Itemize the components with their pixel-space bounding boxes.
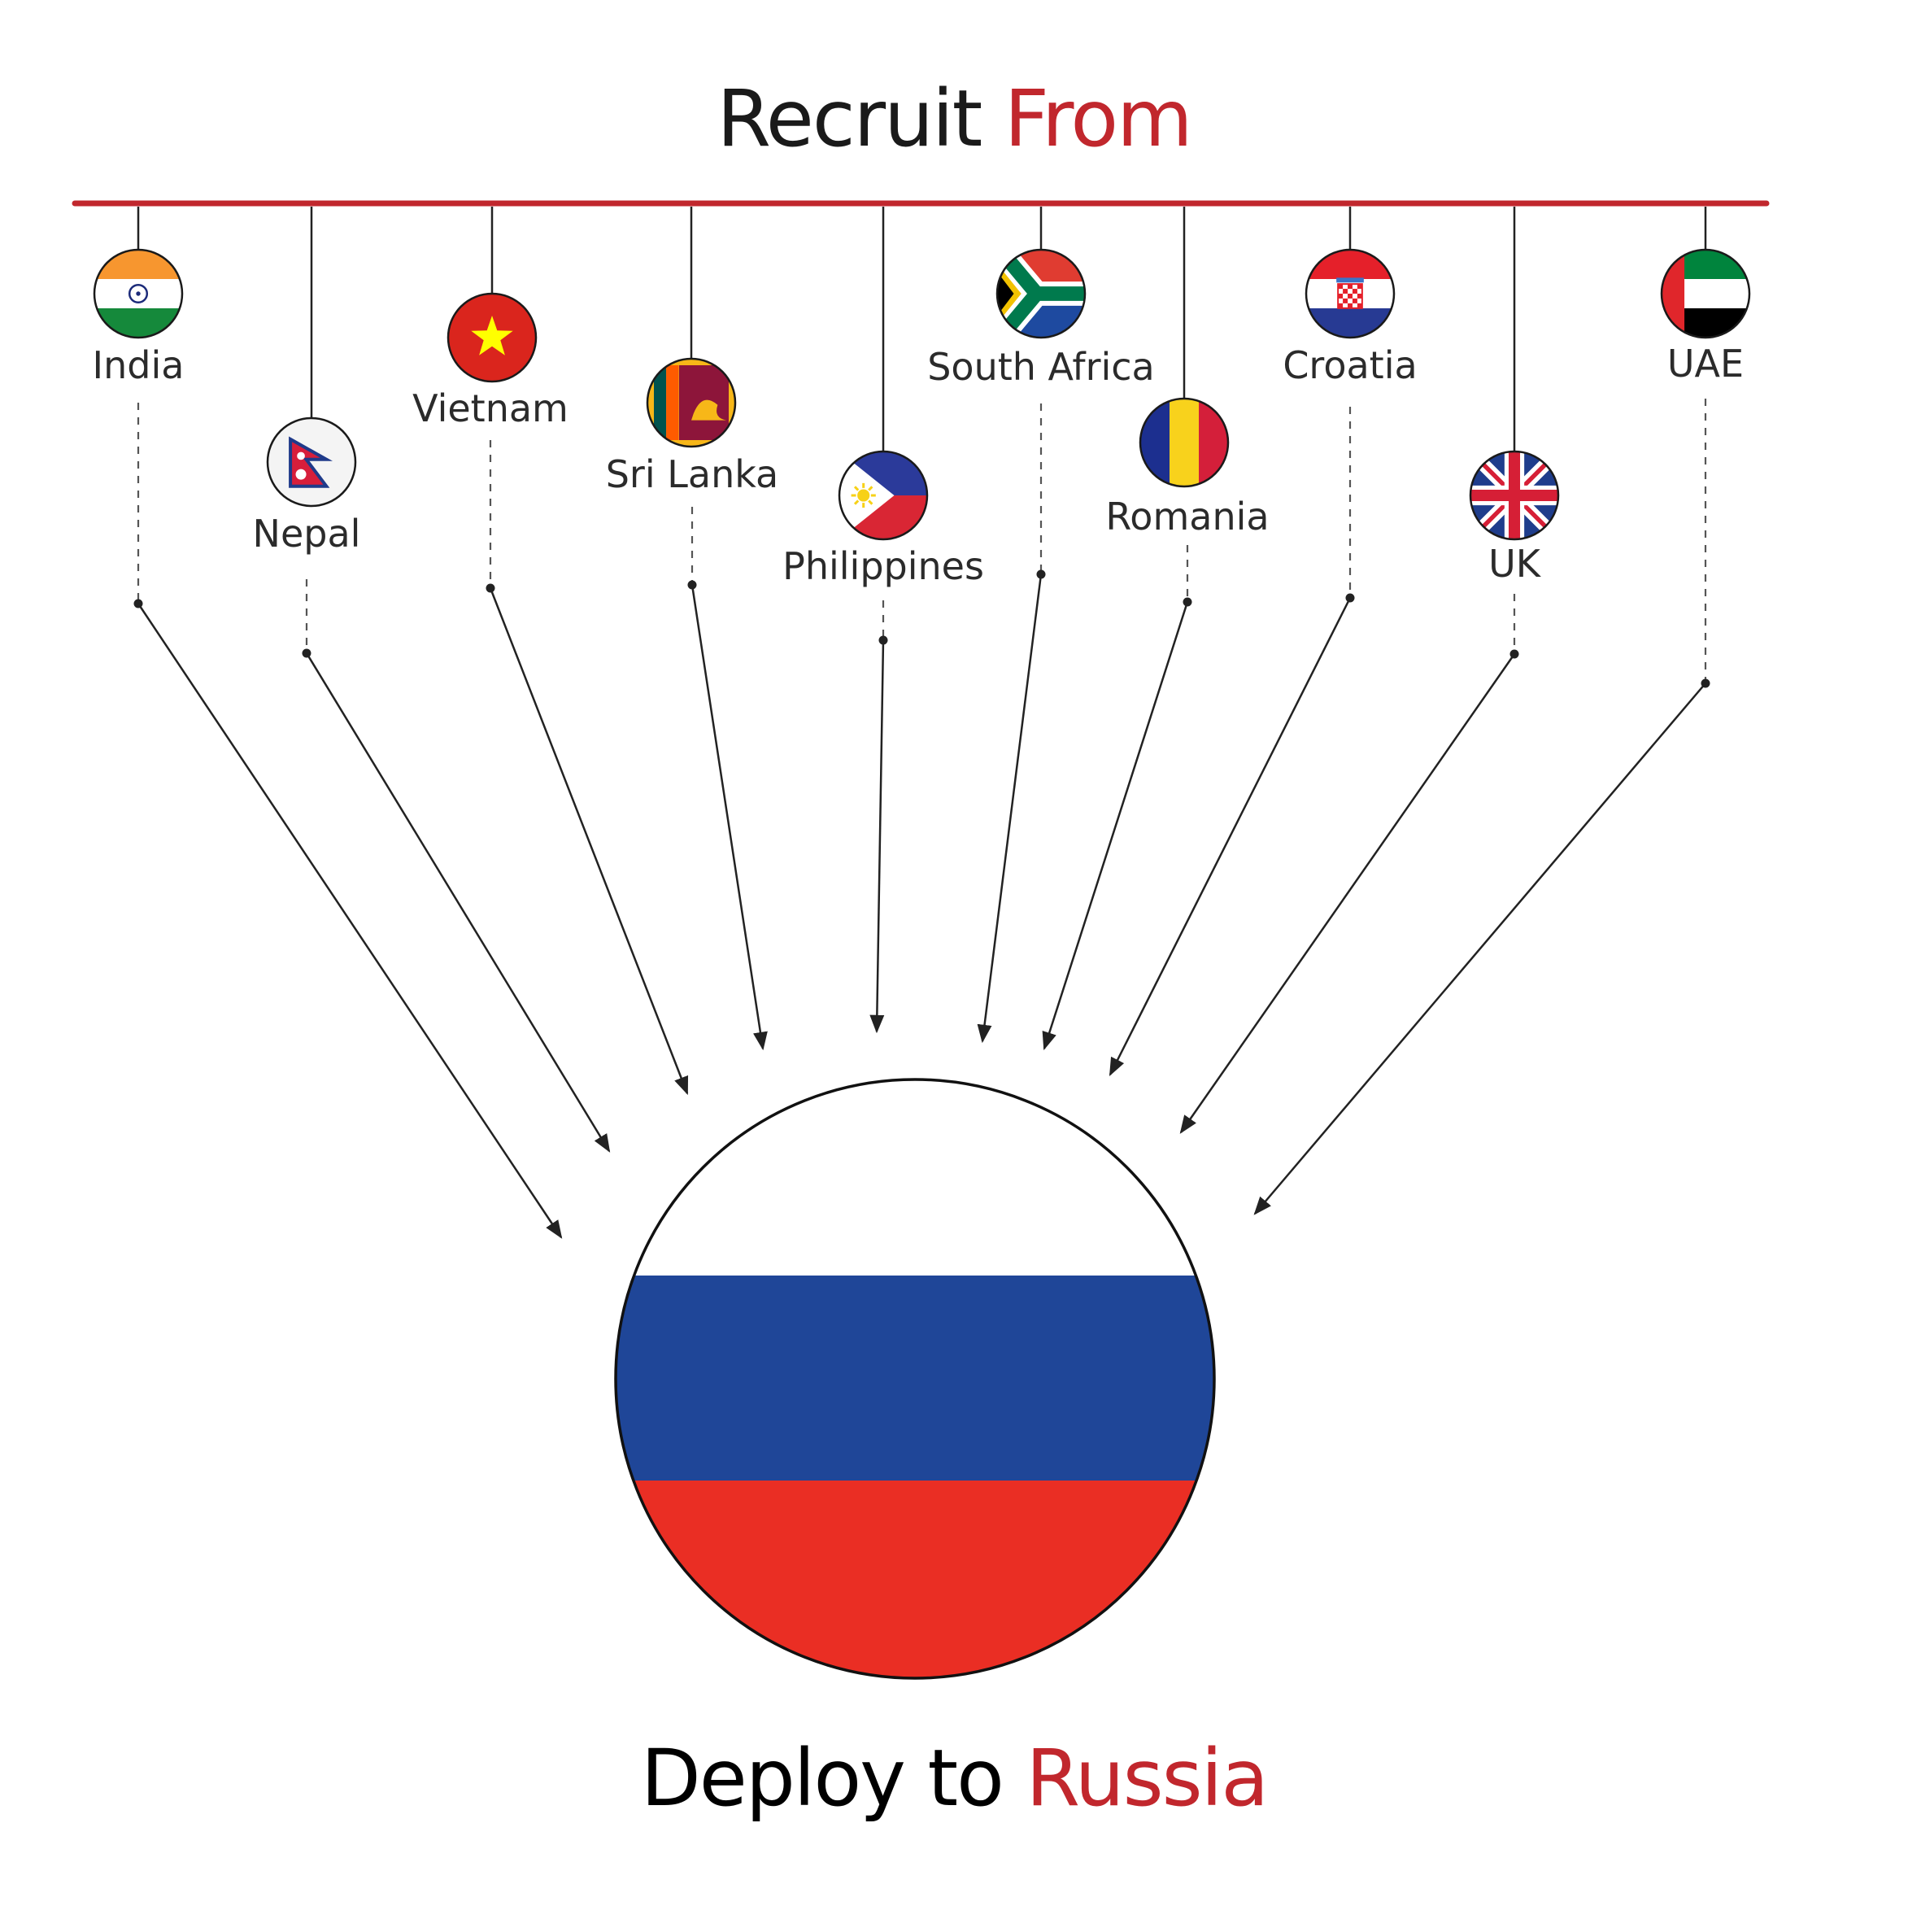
nepal-flag-icon <box>266 416 357 508</box>
connectors <box>133 207 1710 1239</box>
arrow-to-russia-vietnam <box>489 587 689 1096</box>
south-africa-flag-icon <box>995 248 1087 339</box>
country-label-south-africa: South Africa <box>927 345 1155 389</box>
arrow-to-russia-india <box>137 603 563 1239</box>
country-label-india: India <box>93 343 185 387</box>
croatia-flag-icon <box>1305 248 1396 339</box>
india-flag-icon <box>93 248 184 339</box>
arrow-to-russia-philippines <box>869 639 885 1034</box>
romania-flag-icon <box>1139 397 1230 488</box>
uk-flag-icon <box>1469 450 1560 541</box>
arrow-to-russia-sri-lanka <box>690 584 768 1051</box>
deploy-to-title: Deploy to Russia <box>0 1733 1908 1824</box>
title-prefix: Recruit <box>717 73 982 164</box>
title-prefix: Deploy to <box>640 1733 1004 1824</box>
flags <box>93 248 1751 541</box>
russia-flag-icon <box>614 1078 1216 1680</box>
philippines-flag-icon <box>838 450 929 541</box>
title-accent: Russia <box>1026 1733 1269 1824</box>
arrow-to-russia-uae <box>1253 683 1706 1215</box>
arrow-to-russia-south-africa <box>977 573 1043 1044</box>
country-label-vietnam: Vietnam <box>412 386 568 430</box>
title-accent: From <box>1004 73 1193 164</box>
country-label-philippines: Philippines <box>782 544 984 588</box>
sri-lanka-flag-icon <box>646 357 737 448</box>
country-label-uae: UAE <box>1667 342 1744 386</box>
arrow-to-russia-romania <box>1042 601 1189 1051</box>
country-label-nepal: Nepal <box>253 512 361 556</box>
uae-flag-icon <box>1660 248 1751 339</box>
vietnam-flag-icon <box>447 292 538 383</box>
recruit-from-title: Recruit From <box>0 73 1908 164</box>
arrow-to-russia-nepal <box>305 652 611 1153</box>
arrow-to-russia-uk <box>1179 653 1516 1134</box>
country-label-romania: Romania <box>1105 495 1269 539</box>
arrow-to-russia-croatia <box>1109 597 1352 1077</box>
country-label-sri-lanka: Sri Lanka <box>606 452 779 496</box>
country-label-uk: UK <box>1488 542 1542 586</box>
country-label-croatia: Croatia <box>1283 343 1417 387</box>
